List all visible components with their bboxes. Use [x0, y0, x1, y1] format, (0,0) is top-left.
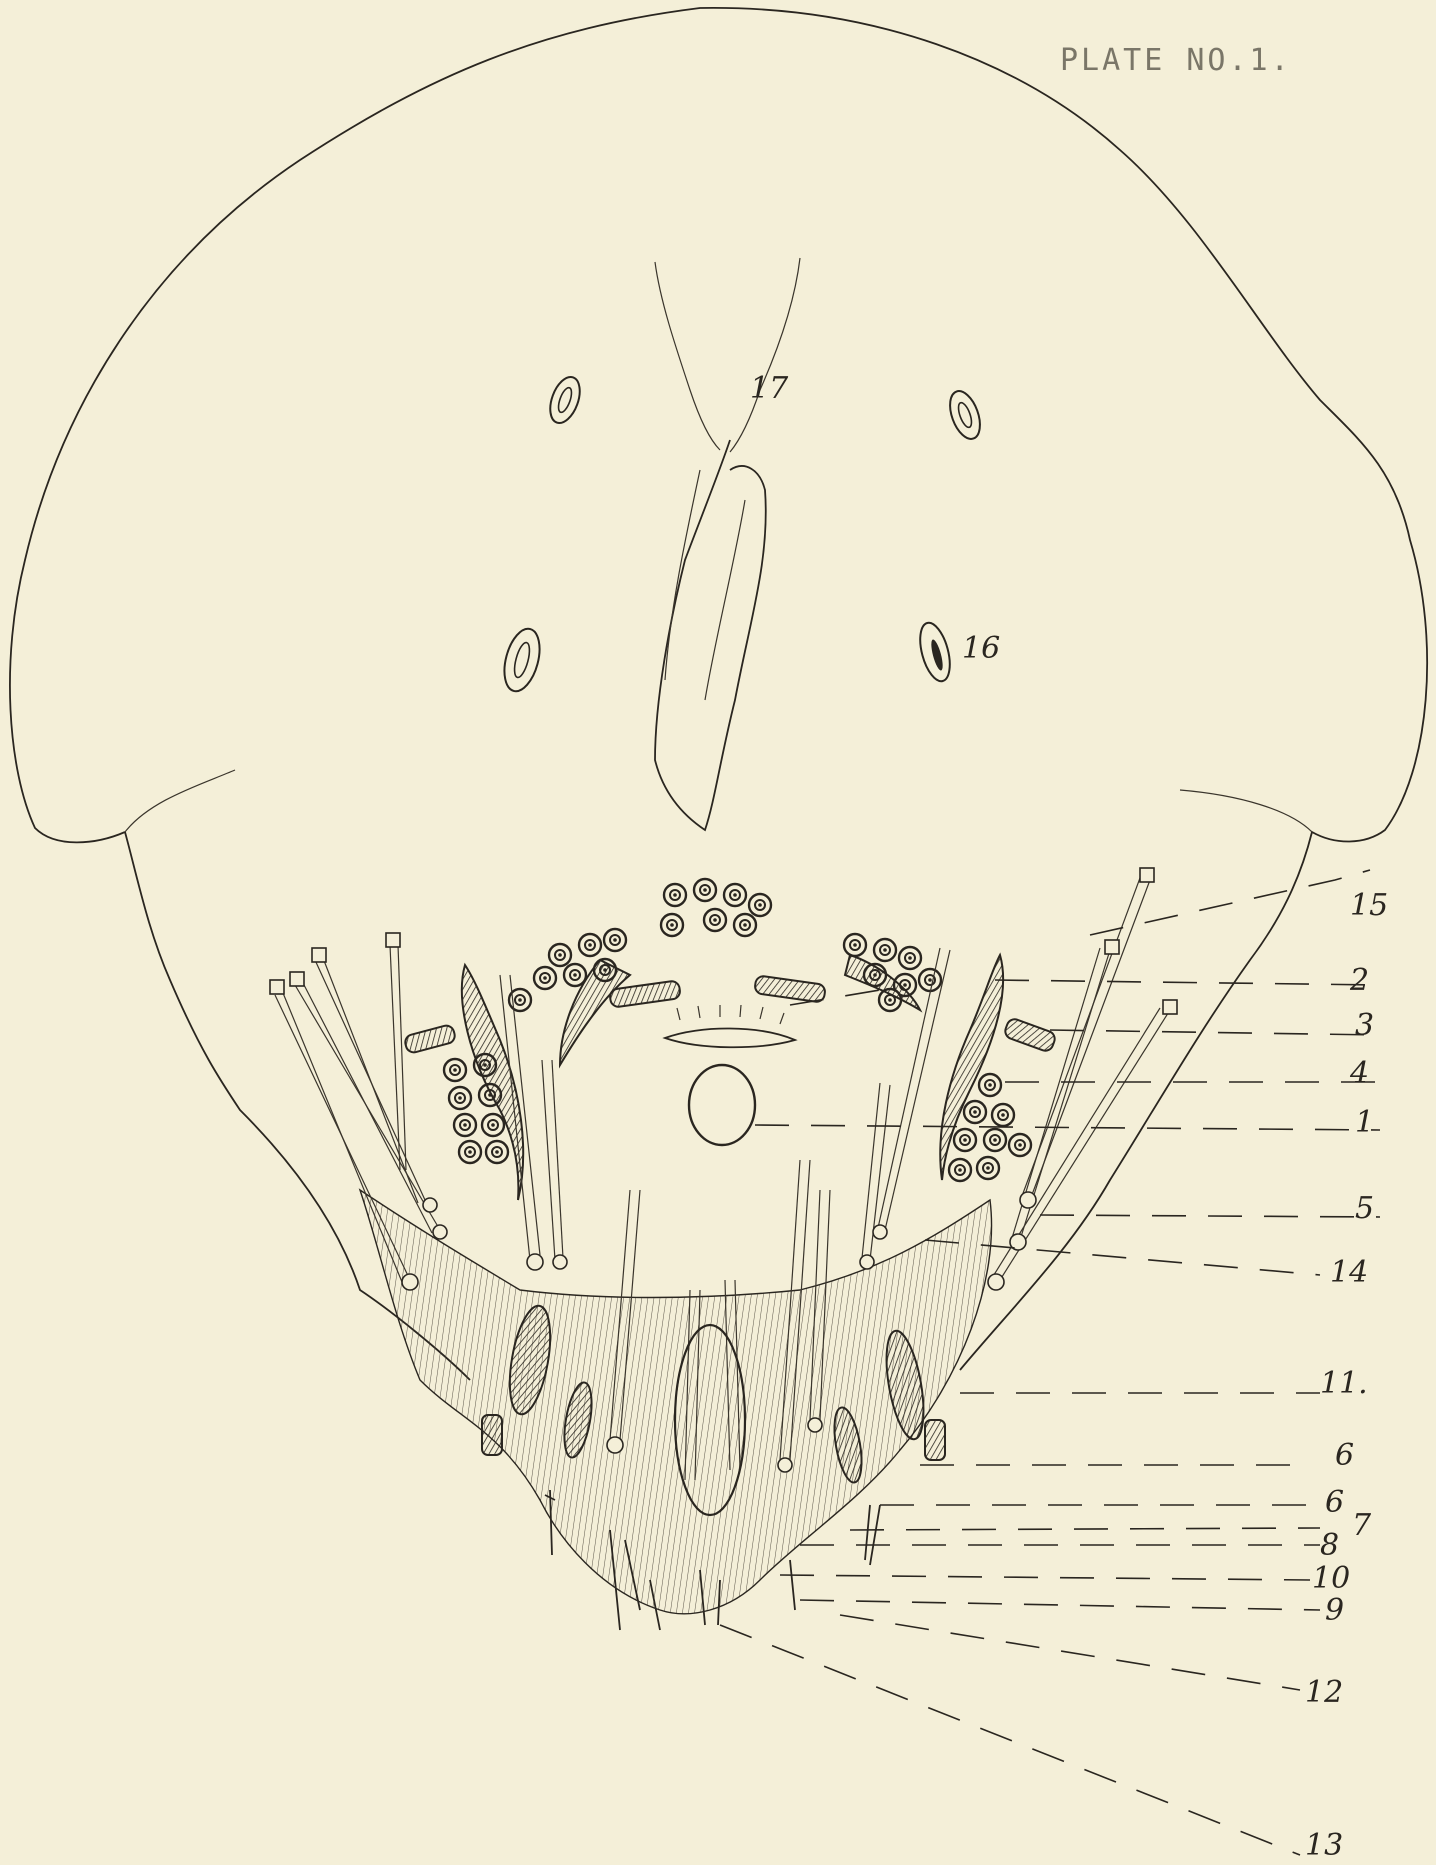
label-6b: 6 — [1325, 1485, 1344, 1520]
frontal-funnel — [655, 258, 800, 452]
mouth-slit-fringe — [677, 1005, 784, 1024]
label-3: 3 — [1355, 1008, 1374, 1043]
label-11: 11. — [1320, 1366, 1368, 1401]
label-16: 16 — [962, 631, 1000, 666]
label-4: 4 — [1349, 1056, 1369, 1091]
pit-upper-right — [944, 387, 986, 443]
pit-lower-right — [915, 620, 956, 685]
bar-3-right — [1003, 1017, 1057, 1053]
label-7: 7 — [1352, 1508, 1372, 1543]
bar-3-left — [404, 1024, 457, 1054]
label-9: 9 — [1325, 1593, 1344, 1628]
label-5: 5 — [1355, 1191, 1374, 1226]
bar-right-mid — [754, 975, 826, 1003]
stub-left — [482, 1415, 502, 1455]
label-13: 13 — [1305, 1828, 1343, 1863]
pit-lower-left — [498, 625, 545, 695]
cell-cluster-top — [661, 879, 771, 936]
label-1: 1 — [1355, 1105, 1374, 1140]
suture-left — [125, 770, 235, 832]
label-14: 14 — [1330, 1255, 1368, 1290]
label-17: 17 — [750, 371, 789, 406]
frontal-rod-inner — [665, 470, 745, 700]
label-10: 10 — [1312, 1561, 1350, 1596]
suture-right — [1180, 790, 1312, 832]
label-15: 15 — [1350, 888, 1388, 923]
head-capsule-outline — [10, 8, 1427, 1370]
pit-upper-left — [545, 373, 586, 427]
plate-title: PLATE NO.1. — [1060, 43, 1292, 78]
label-8: 8 — [1320, 1528, 1339, 1563]
label-6a: 6 — [1335, 1438, 1354, 1473]
label-12: 12 — [1305, 1675, 1343, 1710]
mouth-slit — [665, 1028, 795, 1047]
frontal-rod — [655, 440, 766, 830]
circular-organ — [689, 1065, 755, 1145]
label-2: 2 — [1349, 963, 1369, 998]
setae-right — [862, 878, 1170, 1280]
stub-right — [925, 1420, 945, 1460]
